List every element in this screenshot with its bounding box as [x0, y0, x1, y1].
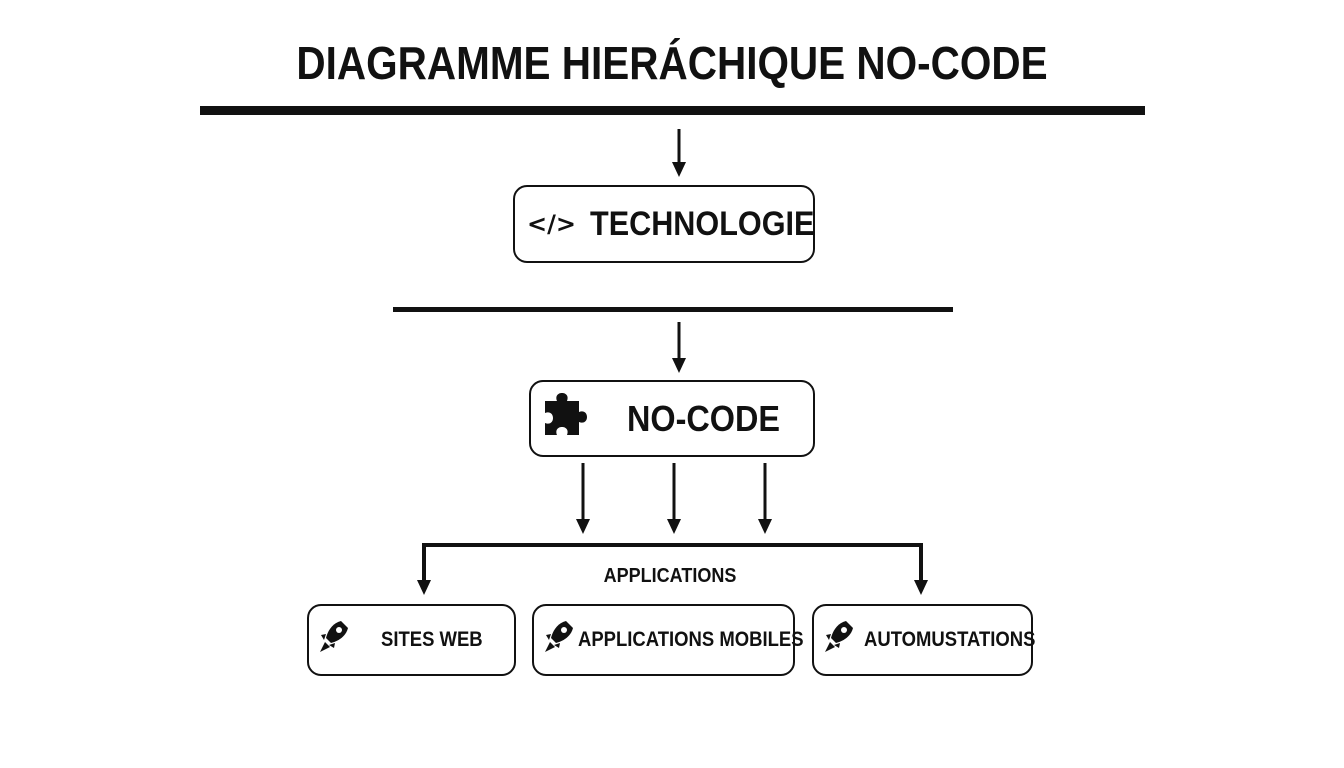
middle-divider [393, 307, 953, 312]
node-technologie-label: TECHNOLOGIE [589, 204, 815, 243]
applications-bracket [422, 543, 923, 583]
rocket-icon [319, 620, 349, 661]
applications-group-label: APPLICATIONS [603, 565, 737, 587]
node-nocode-label: NO-CODE [627, 397, 780, 439]
node-automustations-label: AUTOMUSTATIONS [864, 628, 1036, 651]
top-divider [200, 106, 1145, 115]
rocket-icon [824, 620, 854, 661]
puzzle-piece-icon [543, 393, 593, 444]
diagram-title: DIAGRAMME HIERÁCHIQUE NO-CODE [296, 37, 1048, 89]
code-icon: </> [527, 210, 576, 238]
node-sites-web-label: SITES WEB [381, 628, 483, 651]
node-technologie: </> TECHNOLOGIE [513, 185, 815, 263]
node-applications-mobiles: APPLICATIONS MOBILES [532, 604, 804, 676]
node-automustations: AUTOMUSTATIONS [812, 604, 1036, 676]
rocket-icon [544, 620, 574, 661]
node-sites-web: SITES WEB [307, 604, 516, 676]
node-nocode: NO-CODE [529, 380, 815, 457]
node-applications-mobiles-label: APPLICATIONS MOBILES [578, 628, 804, 651]
